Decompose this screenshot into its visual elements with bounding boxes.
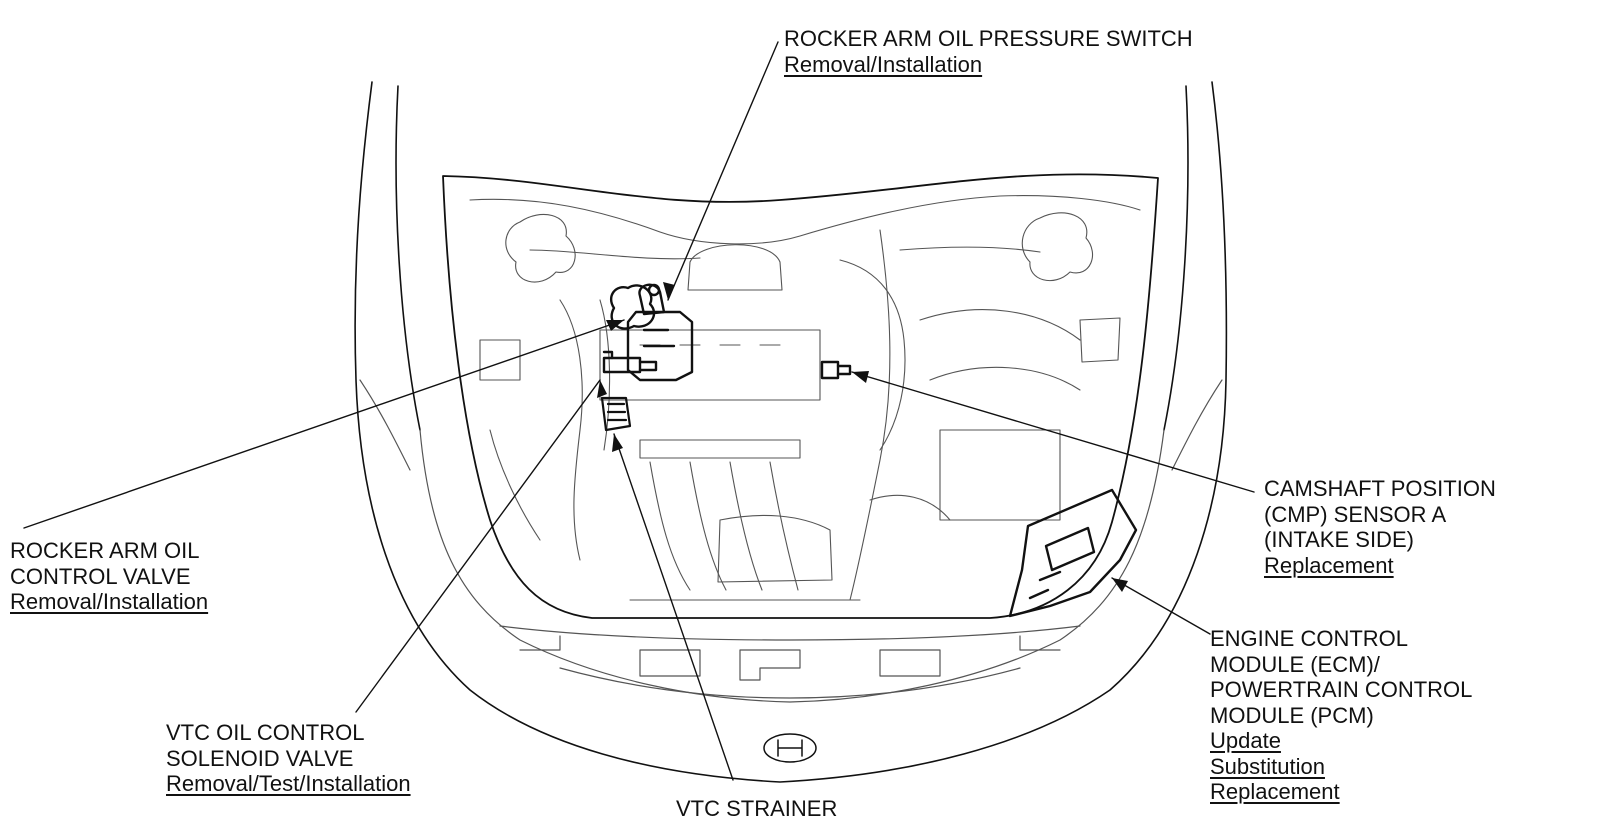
- vtc-strainer-part: [600, 396, 632, 432]
- callout-text-line: MODULE (ECM)/: [1210, 651, 1380, 677]
- front-bumper: [499, 625, 1081, 699]
- callout-text-line: (INTAKE SIDE): [1264, 527, 1414, 552]
- engine-bay-opening: [442, 173, 1159, 619]
- rocker-valve-removal-installation-link[interactable]: Removal/Installation: [10, 589, 209, 614]
- callout-vtc-strainer: VTC STRAINER: [676, 796, 837, 822]
- callout-text-line: POWERTRAIN CONTROL: [1210, 677, 1473, 702]
- vehicle-body-outline: [354, 81, 1228, 783]
- ecm-substitution-link[interactable]: Substitution: [1210, 753, 1325, 779]
- callout-rocker-arm-oil-pressure-switch: ROCKER ARM OIL PRESSURE SWITCH Removal/I…: [784, 26, 1193, 77]
- vtc-oil-control-solenoid-valve-part: [602, 350, 658, 374]
- callout-text-line: MODULE (PCM): [1210, 702, 1374, 728]
- leader-arrowheads: [597, 282, 1128, 592]
- callout-text-line: SOLENOID VALVE: [166, 745, 354, 771]
- leader-lines: [23, 41, 1255, 781]
- callout-text-line: ROCKER ARM OIL: [10, 538, 200, 563]
- cmp-sensor-replacement-link[interactable]: Replacement: [1264, 552, 1394, 578]
- engine-internals: [469, 195, 1141, 601]
- callout-rocker-arm-oil-control-valve: ROCKER ARM OIL CONTROL VALVE Removal/Ins…: [10, 538, 208, 615]
- callout-text-line: VTC OIL CONTROL: [166, 720, 365, 745]
- callout-text-line: CONTROL VALVE: [10, 563, 191, 589]
- callout-text-line: CAMSHAFT POSITION: [1264, 476, 1496, 501]
- callout-text-line: VTC STRAINER: [676, 796, 838, 821]
- callout-vtc-oil-control-solenoid-valve: VTC OIL CONTROL SOLENOID VALVE Removal/T…: [166, 720, 411, 797]
- brand-emblem: [763, 733, 817, 763]
- rocker-arm-oil-control-valve-part: [609, 284, 656, 330]
- rocker-switch-removal-installation-link[interactable]: Removal/Installation: [784, 51, 983, 77]
- callout-text-line: (CMP) SENSOR A: [1264, 501, 1447, 527]
- ecm-update-link[interactable]: Update: [1210, 728, 1281, 753]
- vtc-valve-removal-test-installation-link[interactable]: Removal/Test/Installation: [166, 771, 411, 796]
- rocker-arm-oil-pressure-switch-part: [626, 283, 694, 382]
- ecm-replacement-link[interactable]: Replacement: [1210, 779, 1340, 804]
- callout-text-line: ROCKER ARM OIL PRESSURE SWITCH: [784, 26, 1193, 51]
- callout-ecm-pcm: ENGINE CONTROL MODULE (ECM)/ POWERTRAIN …: [1210, 626, 1472, 805]
- callout-text-line: ENGINE CONTROL: [1210, 626, 1409, 651]
- callout-cmp-sensor-a: CAMSHAFT POSITION (CMP) SENSOR A (INTAKE…: [1264, 476, 1496, 578]
- cmp-sensor-a-part: [820, 360, 852, 380]
- ecm-pcm-part: [1008, 488, 1138, 618]
